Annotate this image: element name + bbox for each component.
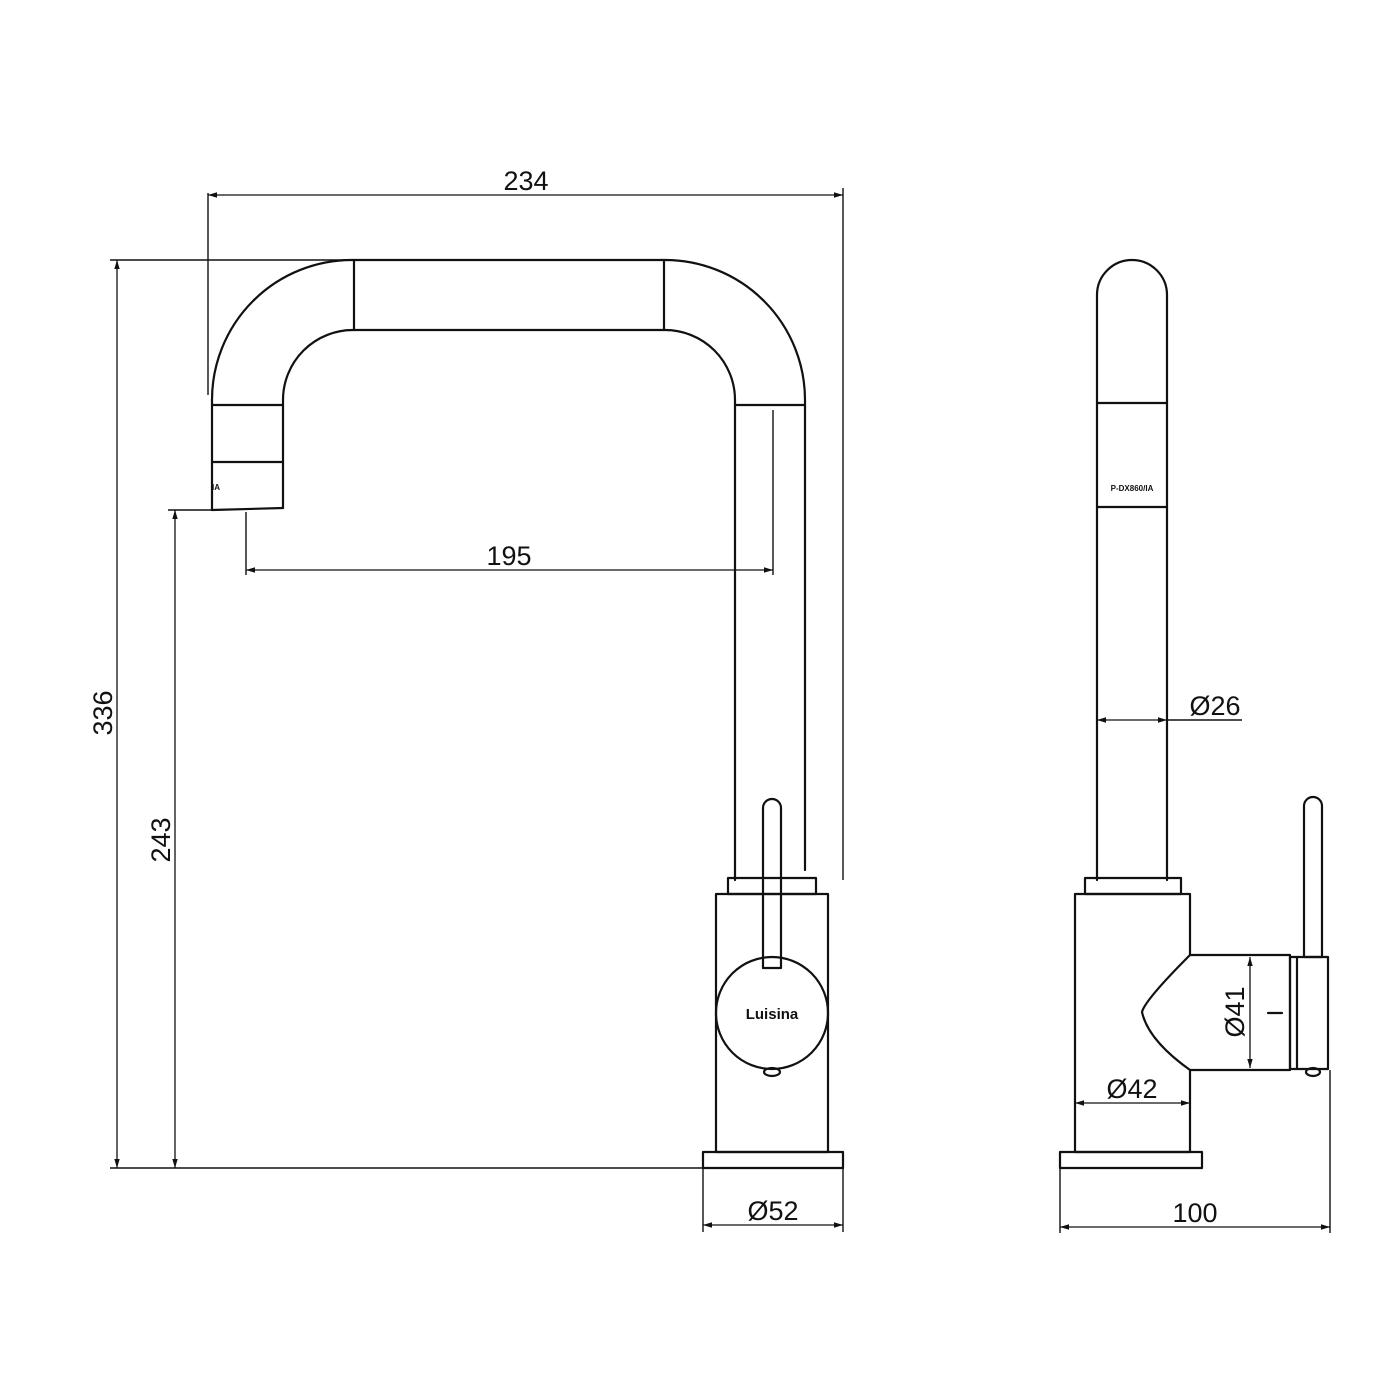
side-model-code: P-DX860/IA	[1111, 484, 1154, 493]
dim-overall-depth: 100	[1172, 1198, 1217, 1228]
dim-spout-height: 243	[146, 817, 176, 862]
spout-inner-contour	[281, 328, 737, 882]
dimension-lines: 234 336 243 195 Ø52 Ø26 Ø41 Ø42	[88, 166, 1331, 1233]
side-spout-tube	[1095, 258, 1169, 882]
side-view: P-DX860/IA	[1058, 258, 1330, 1170]
spout-nozzle-end	[210, 506, 285, 512]
dim-handle-diameter: Ø41	[1220, 986, 1250, 1037]
side-handle-lever	[1302, 795, 1324, 959]
dim-overall-width: 234	[503, 166, 548, 196]
dim-spout-tube-diameter: Ø26	[1189, 691, 1240, 721]
spout-outer-contour	[210, 258, 807, 872]
dim-body-diameter: Ø42	[1106, 1074, 1157, 1104]
handle-lever	[761, 797, 783, 970]
side-body-intersection	[1140, 953, 1192, 1072]
side-handle-screw	[1304, 1066, 1322, 1078]
side-base-plate	[1058, 1150, 1204, 1170]
dim-spout-reach: 195	[486, 541, 531, 571]
base-plate	[701, 1150, 845, 1170]
body-collar	[726, 876, 818, 896]
front-view: IA Luisina	[210, 258, 845, 1170]
dim-overall-height: 336	[88, 690, 118, 735]
faucet-body	[714, 892, 830, 1154]
brand-logo: Luisina	[746, 1006, 799, 1023]
spout-model-code-partial: IA	[212, 483, 220, 492]
dim-base-diameter: Ø52	[747, 1196, 798, 1226]
side-handle-cap	[1288, 955, 1330, 1071]
side-body	[1073, 892, 1292, 1154]
handle-screw	[762, 1066, 782, 1078]
